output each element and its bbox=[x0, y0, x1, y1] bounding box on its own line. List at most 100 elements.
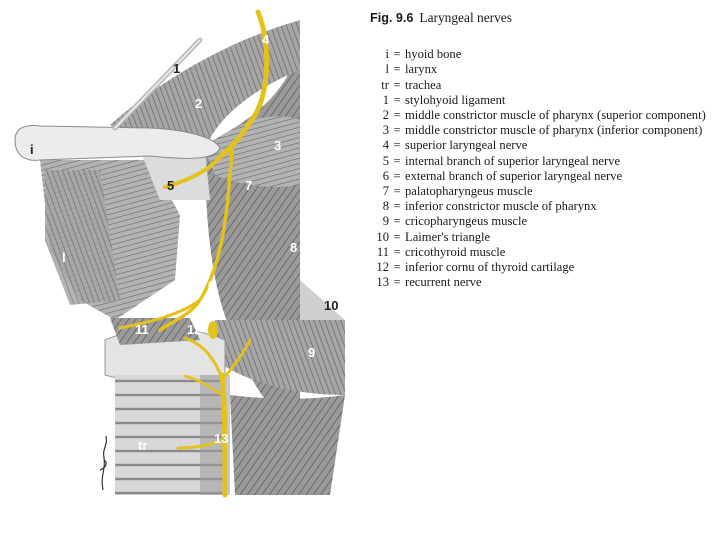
label-4: 4 bbox=[262, 32, 270, 47]
legend-key: 3 bbox=[382, 123, 389, 138]
legend-item: 10=Laimer's triangle bbox=[368, 230, 720, 245]
legend-description: middle constrictor muscle of pharynx (su… bbox=[405, 108, 706, 123]
legend-key: tr bbox=[381, 77, 389, 92]
legend-item: tr = trachea bbox=[368, 78, 720, 93]
legend-item: 8 = inferior constrictor muscle of pharynx bbox=[368, 199, 720, 214]
legend-description: middle constrictor muscle of pharynx (in… bbox=[405, 123, 703, 138]
legend-description: internal branch of superior laryngeal ne… bbox=[405, 153, 621, 168]
figure-title: Laryngeal nerves bbox=[419, 10, 512, 25]
legend-description: inferior cornu of thyroid cartilage bbox=[405, 260, 575, 275]
legend-item: l= larynx bbox=[368, 62, 720, 77]
label-12: 12 bbox=[187, 322, 201, 337]
legend-description: palatopharyngeus muscle bbox=[405, 184, 533, 199]
artist-signature bbox=[99, 435, 108, 491]
legend-item: i= hyoid bone bbox=[368, 47, 720, 62]
legend-equals: = bbox=[393, 47, 401, 62]
thyrohyoid-membrane bbox=[140, 150, 210, 200]
legend-item: 9 = cricopharyngeus muscle bbox=[368, 214, 720, 229]
laryngeal-nerves-drawing: 4 1 2 i 3 5 7 8 l 6 10 11 12 9 tr 13 bbox=[14, 9, 345, 498]
legend-description: larynx bbox=[405, 62, 438, 77]
label-tr: tr bbox=[138, 438, 147, 453]
legend-equals: = bbox=[393, 153, 401, 168]
legend-description: superior laryngeal nerve bbox=[405, 138, 528, 153]
legend-equals: = bbox=[393, 62, 401, 77]
label-13: 13 bbox=[214, 431, 228, 446]
anatomy-illustration: 4 1 2 i 3 5 7 8 l 6 10 11 12 9 tr 13 bbox=[0, 0, 360, 500]
legend-key: 8 bbox=[382, 199, 389, 214]
legend-item: 13 = recurrent nerve bbox=[368, 275, 720, 290]
recurrent-nerve bbox=[219, 372, 228, 498]
legend-description: cricopharyngeus muscle bbox=[405, 214, 528, 229]
legend-equals: = bbox=[393, 244, 401, 259]
internal-branch-nerve bbox=[163, 153, 224, 189]
legend-equals: = bbox=[393, 260, 401, 275]
legend-description: external branch of superior laryngeal ne… bbox=[405, 168, 623, 183]
legend-item: 11 = cricothyroid muscle bbox=[368, 245, 720, 260]
legend-description: trachea bbox=[405, 77, 442, 92]
legend-description: inferior constrictor muscle of pharynx bbox=[405, 199, 597, 214]
legend-equals: = bbox=[393, 168, 401, 183]
legend-key: 12 bbox=[376, 260, 389, 275]
legend-equals: = bbox=[393, 199, 401, 214]
esophagus bbox=[230, 395, 345, 495]
laimer-triangle bbox=[300, 280, 345, 320]
cricopharyngeus-muscle bbox=[215, 320, 345, 395]
legend-key: 11 bbox=[376, 244, 389, 259]
legend-key: 4 bbox=[382, 138, 389, 153]
legend-description: stylohyoid ligament bbox=[405, 92, 506, 107]
legend-equals: = bbox=[393, 108, 401, 123]
legend-equals: = bbox=[393, 229, 401, 244]
legend-item: 2 = middle constrictor muscle of pharynx (… bbox=[368, 108, 720, 123]
external-branch-nerve bbox=[158, 148, 234, 332]
legend-item: 12 = inferior cornu of thyroid cartilage bbox=[368, 260, 720, 275]
legend-equals: = bbox=[393, 138, 401, 153]
legend-description: Laimer's triangle bbox=[405, 229, 491, 244]
label-i: i bbox=[30, 142, 34, 157]
legend-item: 7 = palatopharyngeus muscle bbox=[368, 184, 720, 199]
legend-item: 5 = internal branch of superior laryngeal … bbox=[368, 154, 720, 169]
legend-equals: = bbox=[393, 123, 401, 138]
legend-equals: = bbox=[393, 275, 401, 290]
legend-key: 1 bbox=[382, 92, 389, 107]
legend-equals: = bbox=[393, 77, 401, 92]
legend-item: 3 = middle constrictor muscle of pharynx (… bbox=[368, 123, 720, 138]
legend-equals: = bbox=[393, 184, 401, 199]
label-11: 11 bbox=[135, 322, 149, 337]
legend-description: hyoid bone bbox=[405, 47, 462, 62]
legend-key: 5 bbox=[382, 153, 389, 168]
label-2: 2 bbox=[195, 96, 202, 111]
label-8: 8 bbox=[290, 240, 297, 255]
label-1: 1 bbox=[173, 61, 180, 76]
label-5: 5 bbox=[167, 178, 174, 193]
legend-key: 13 bbox=[376, 275, 389, 290]
legend-key: 6 bbox=[382, 168, 389, 183]
legend-item: 6 = external branch of superior laryngeal … bbox=[368, 169, 720, 184]
legend-item: 4 = superior laryngeal nerve bbox=[368, 138, 720, 153]
superior-laryngeal-nerve bbox=[219, 9, 270, 158]
legend-description: cricothyroid muscle bbox=[405, 244, 506, 259]
label-6: 6 bbox=[208, 278, 215, 293]
legend-description: recurrent nerve bbox=[405, 275, 482, 290]
hyoid-bone bbox=[14, 125, 221, 161]
legend-key: 9 bbox=[382, 214, 389, 229]
legend-key: 2 bbox=[382, 108, 389, 123]
cricothyroid-branch bbox=[118, 298, 202, 330]
label-7: 7 bbox=[245, 178, 252, 193]
legend-key: i bbox=[385, 47, 390, 62]
legend-key: l bbox=[385, 62, 390, 77]
legend-key: 7 bbox=[382, 184, 389, 199]
label-9: 9 bbox=[308, 345, 315, 360]
label-l: l bbox=[62, 250, 66, 265]
inferior-cornu-thyroid bbox=[208, 321, 218, 339]
legend-item: 1 = stylohyoid ligament bbox=[368, 93, 720, 108]
nerves bbox=[118, 9, 270, 498]
legend-equals: = bbox=[393, 214, 401, 229]
legend-equals: = bbox=[393, 92, 401, 107]
middle-constrictor-superior bbox=[110, 20, 300, 150]
label-3: 3 bbox=[274, 138, 281, 153]
middle-constrictor-inferior bbox=[205, 116, 300, 187]
label-10: 10 bbox=[324, 298, 338, 313]
